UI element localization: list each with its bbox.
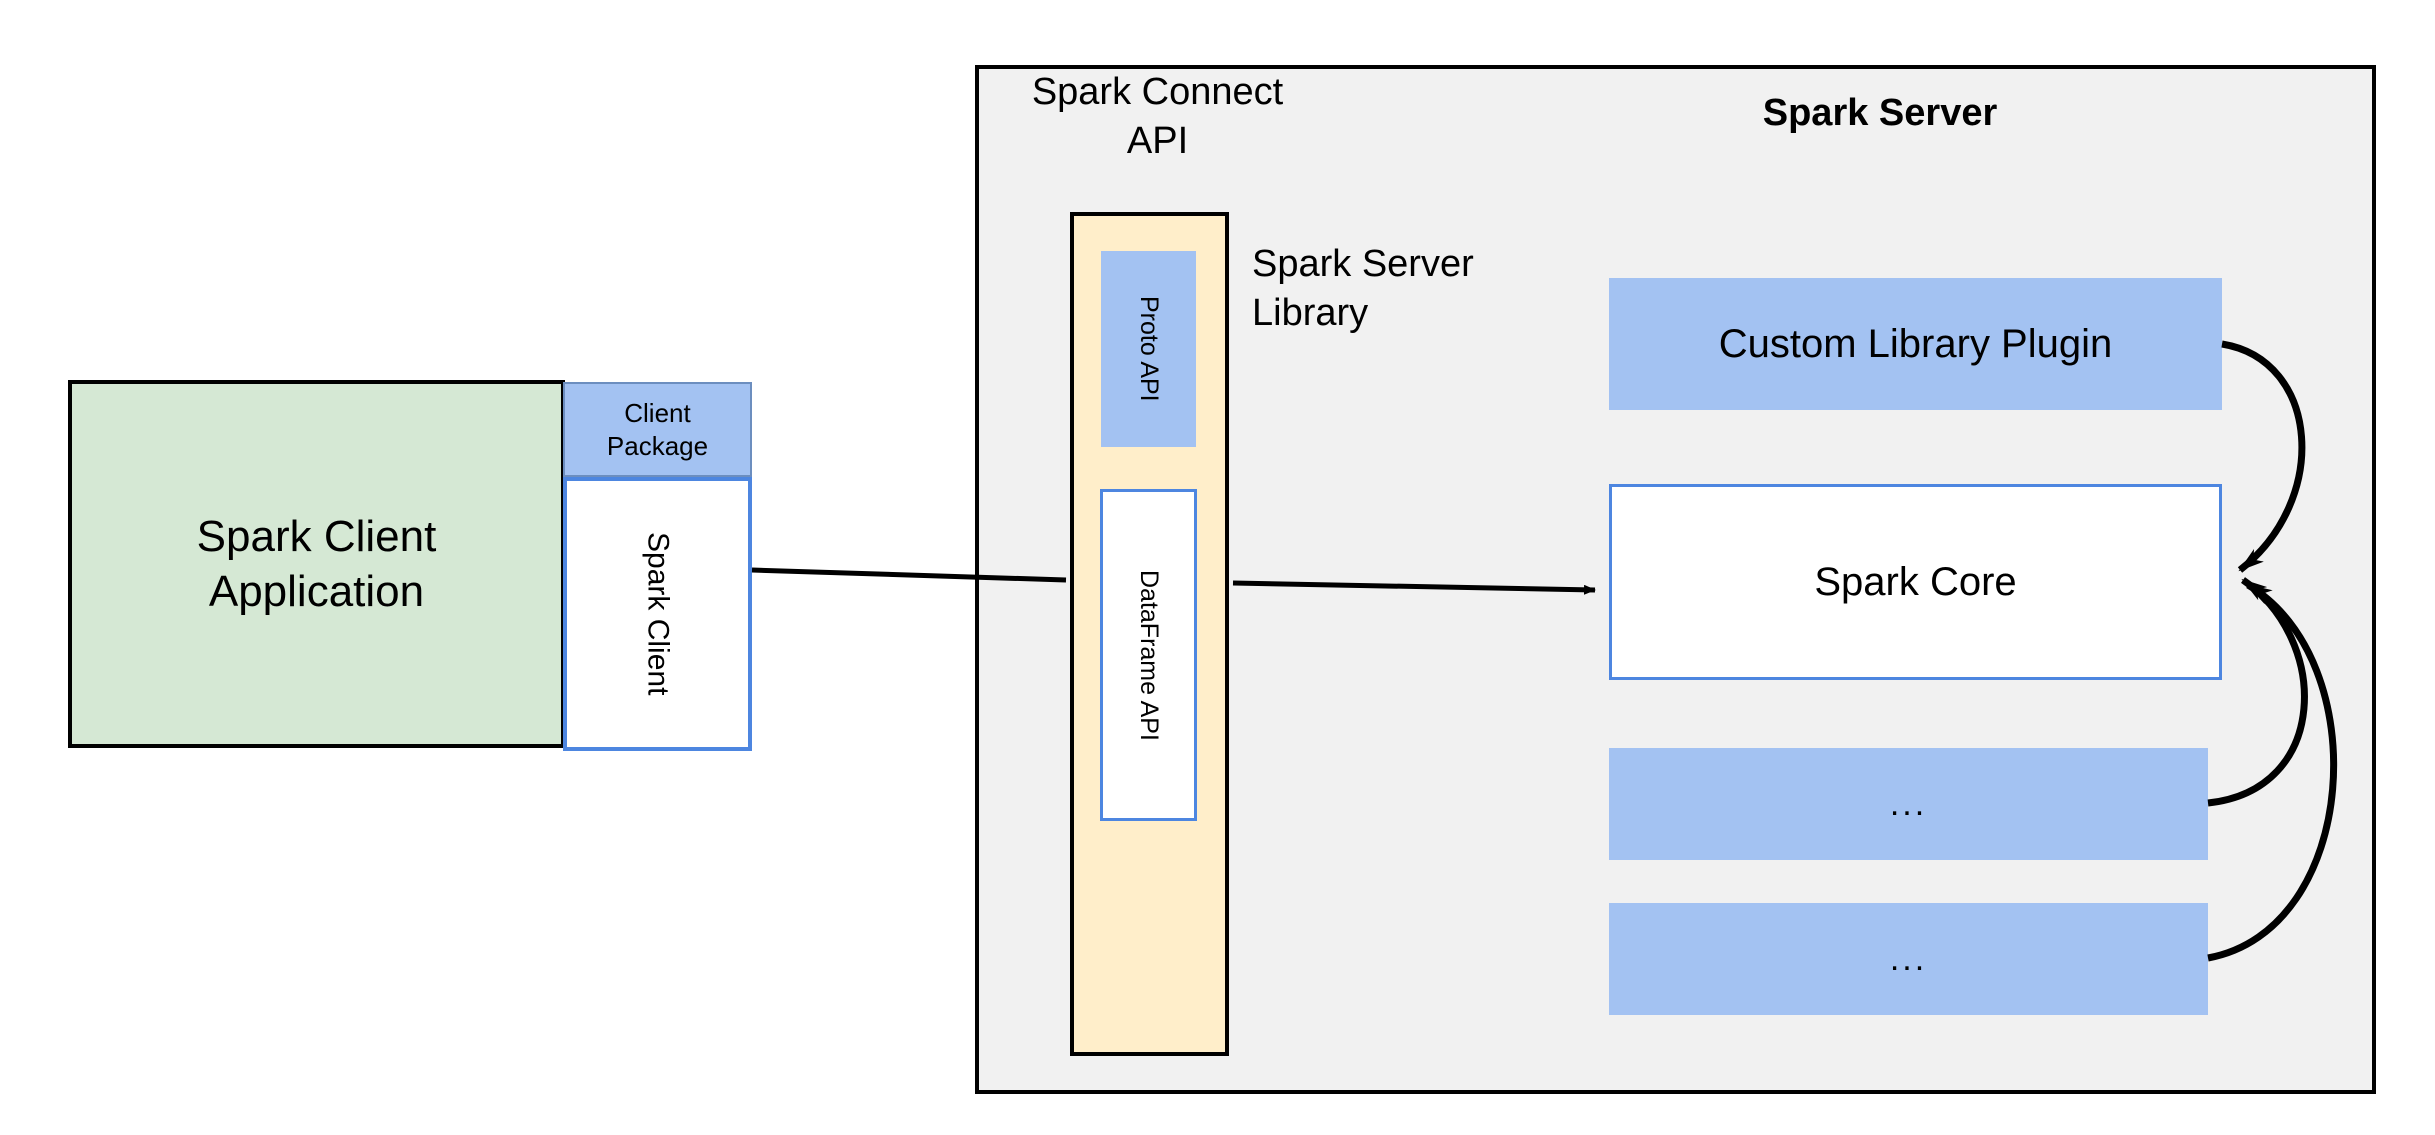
spark-core-label: Spark Core	[1814, 559, 2017, 604]
spark-connect-api-label-line2: API	[1126, 120, 1189, 163]
spark-server-library-label-line1: Spark Server	[1252, 243, 1474, 285]
spark-client-application-label-line1: Spark Client	[196, 512, 437, 561]
dataframe-api-box[interactable]: DataFrame API	[1100, 489, 1197, 821]
ellipsis-box-1-label: ...	[1889, 784, 1928, 823]
spark-client-application-label-line2: Application	[208, 567, 425, 616]
custom-library-plugin-box[interactable]: Custom Library Plugin	[1609, 278, 2222, 410]
client-package-label-line2: Package	[606, 430, 709, 461]
client-package-label-line1: Client	[624, 398, 691, 428]
spark-connect-api-label: Spark Connect API	[1010, 62, 1305, 162]
ellipsis-box-1[interactable]: ...	[1609, 748, 2208, 860]
custom-library-plugin-label: Custom Library Plugin	[1718, 321, 2113, 366]
spark-connect-api-label-line1: Spark Connect	[1031, 71, 1284, 113]
spark-core-box[interactable]: Spark Core	[1609, 484, 2222, 680]
spark-client-box[interactable]: Spark Client	[563, 477, 752, 751]
spark-server-library-label: Spark Server Library	[1252, 240, 1552, 340]
spark-server-library-label-line2: Library	[1252, 292, 1369, 335]
proto-api-label: Proto API	[1135, 296, 1163, 402]
ellipsis-box-2-label: ...	[1889, 939, 1928, 978]
client-package-box[interactable]: Client Package	[563, 382, 752, 477]
proto-api-box[interactable]: Proto API	[1101, 251, 1196, 447]
ellipsis-box-2[interactable]: ...	[1609, 903, 2208, 1015]
spark-server-title: Spark Server	[1762, 91, 1998, 134]
spark-client-application-box[interactable]: Spark Client Application	[68, 380, 565, 748]
dataframe-api-label: DataFrame API	[1135, 569, 1163, 741]
spark-client-label: Spark Client	[641, 532, 675, 696]
